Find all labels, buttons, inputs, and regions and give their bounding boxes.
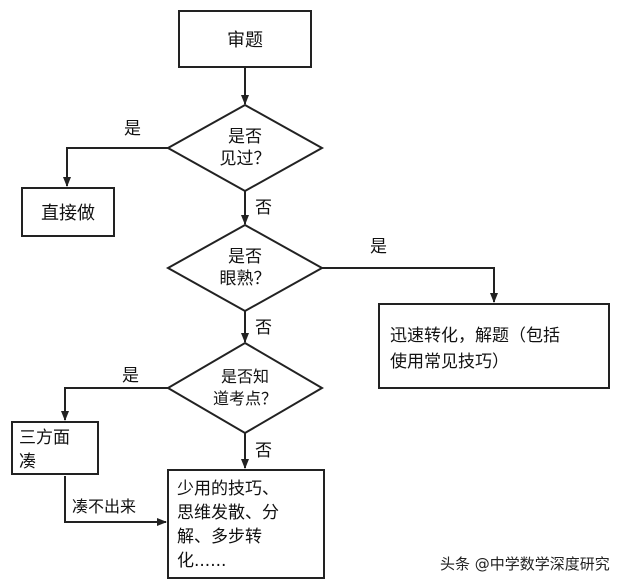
convert-line-1: 迅速转化，解题（包括 <box>390 326 560 346</box>
start-box: 审题 <box>178 10 312 68</box>
decision-seen-text: 是否 见过？ <box>195 126 295 170</box>
skills-line-2: 思维发散、分 <box>177 503 279 523</box>
direct-text: 直接做 <box>41 203 95 224</box>
direct-box: 直接做 <box>21 187 115 237</box>
label-guess-fail: 凑不出来 <box>72 497 137 516</box>
label-q1-no: 否 <box>255 198 272 218</box>
decision-keypoint-line-2: 道考点？ <box>212 389 277 408</box>
decision-familiar-text: 是否 眼熟？ <box>195 246 295 290</box>
edge-q1-yes <box>63 147 168 187</box>
decision-familiar-line-1: 是否 <box>228 247 262 267</box>
label-q1-yes: 是 <box>124 119 141 139</box>
label-q3-no: 否 <box>255 441 272 461</box>
decision-familiar-line-2: 眼熟？ <box>219 269 271 289</box>
skills-line-3: 解、多步转 <box>177 527 262 547</box>
decision-seen-line-1: 是否 <box>228 127 262 147</box>
label-q2-yes: 是 <box>370 237 387 257</box>
edge-q2-yes <box>322 267 498 303</box>
edge-guess-fail <box>64 476 167 526</box>
convert-box: 迅速转化，解题（包括 使用常见技巧） <box>378 303 610 389</box>
convert-line-2: 使用常见技巧） <box>390 352 509 372</box>
skills-line-4: 化...... <box>177 551 227 571</box>
guess-line-1: 三方面 <box>19 428 70 448</box>
decision-keypoint-line-1: 是否知 <box>220 367 269 386</box>
label-q3-yes: 是 <box>122 366 139 386</box>
skills-line-1: 少用的技巧、 <box>177 479 279 499</box>
start-text: 审题 <box>227 30 263 51</box>
guess-box: 三方面 凑 <box>11 421 99 475</box>
decision-seen-line-2: 见过？ <box>219 149 271 169</box>
guess-line-2: 凑 <box>19 452 36 472</box>
edge-q3-yes <box>61 387 168 421</box>
watermark-text: 头条 @中学数学深度研究 <box>440 555 610 573</box>
skills-box: 少用的技巧、 思维发散、分 解、多步转 化...... <box>167 469 325 579</box>
label-q2-no: 否 <box>255 318 272 338</box>
decision-keypoint-text: 是否知 道考点？ <box>195 366 295 410</box>
